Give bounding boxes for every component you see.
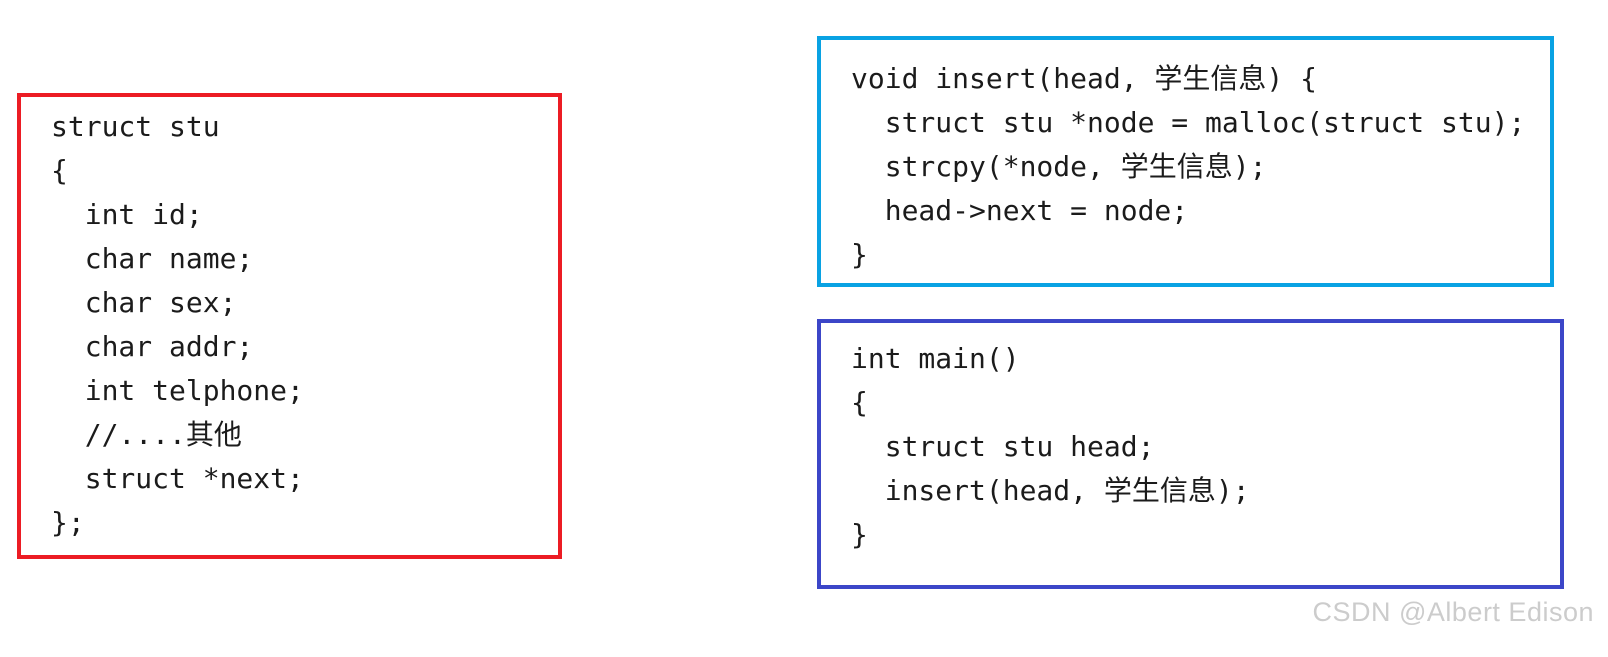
insert-function-code: void insert(head, 学生信息) { struct stu *no… (851, 62, 1526, 271)
main-function-code: int main() { struct stu head; insert(hea… (851, 342, 1250, 551)
main-function-box: int main() { struct stu head; insert(hea… (817, 319, 1564, 589)
struct-definition-box: struct stu { int id; char name; char sex… (17, 93, 562, 559)
insert-function-box: void insert(head, 学生信息) { struct stu *no… (817, 36, 1554, 287)
struct-definition-code: struct stu { int id; char name; char sex… (51, 110, 304, 539)
csdn-watermark: CSDN @Albert Edison (1312, 597, 1594, 627)
